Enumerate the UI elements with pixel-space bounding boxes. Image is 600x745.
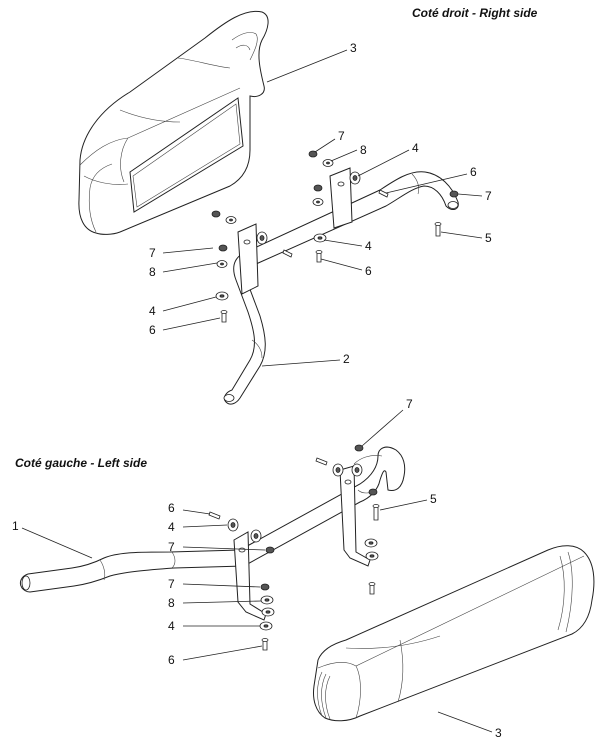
callout-l3: 3 <box>495 726 502 740</box>
leader-l7a <box>361 409 404 447</box>
right-armrest-pad <box>78 10 269 235</box>
leader-r2 <box>261 359 341 367</box>
leader-l8 <box>182 600 262 604</box>
callout-l7c: 7 <box>168 577 175 591</box>
callout-r3: 3 <box>350 41 357 55</box>
right-bracket-upper <box>329 167 353 229</box>
leader-l4a <box>182 524 228 528</box>
leader-l6a <box>182 509 211 515</box>
callout-l5: 5 <box>430 492 437 506</box>
right-hardware <box>211 150 459 323</box>
leader-r6a <box>385 173 468 194</box>
right-bracket-lower <box>237 223 259 295</box>
callout-l6b: 6 <box>168 653 175 667</box>
callout-r4c: 4 <box>149 304 156 318</box>
left-side-title: Coté gauche - Left side <box>15 456 147 470</box>
left-hardware <box>208 444 380 651</box>
callout-l4a: 4 <box>168 520 175 534</box>
callout-l7a: 7 <box>406 397 413 411</box>
leader-r7c <box>162 247 214 254</box>
leader-r7a <box>314 138 336 153</box>
callout-r4a: 4 <box>412 141 419 155</box>
leader-r6b <box>320 258 363 271</box>
leader-l7b <box>182 546 266 551</box>
callout-r7c: 7 <box>149 246 156 260</box>
leader-l3 <box>437 711 493 733</box>
callout-r8a: 8 <box>360 143 367 157</box>
leader-r6c <box>162 317 221 331</box>
callout-r6c: 6 <box>149 323 156 337</box>
callout-l6a: 6 <box>168 501 175 515</box>
leader-r4b <box>323 239 363 247</box>
left-armrest-pad <box>313 545 595 722</box>
callout-r4b: 4 <box>365 239 372 253</box>
leader-l7c <box>182 583 261 588</box>
callout-r6a: 6 <box>470 165 477 179</box>
callout-r8b: 8 <box>149 265 156 279</box>
callout-r7a: 7 <box>338 129 345 143</box>
leader-r5 <box>440 231 483 239</box>
leader-r8b <box>162 262 218 273</box>
leader-r4a <box>357 149 410 177</box>
callout-r5: 5 <box>485 231 492 245</box>
callout-r7b: 7 <box>485 189 492 203</box>
callout-r2: 2 <box>343 352 350 366</box>
leader-r8a <box>330 149 358 162</box>
leader-l6b <box>182 645 263 661</box>
leader-l1 <box>21 527 93 559</box>
callout-r6b: 6 <box>365 264 372 278</box>
left-support-tube <box>19 446 406 593</box>
leader-l5 <box>379 499 428 511</box>
callout-l7b: 7 <box>168 540 175 554</box>
right-side-title: Coté droit - Right side <box>412 6 538 20</box>
leader-r7b <box>457 193 483 197</box>
callout-l8: 8 <box>168 596 175 610</box>
callout-l4b: 4 <box>168 619 175 633</box>
callout-l1: 1 <box>12 519 19 533</box>
leader-r4c <box>162 296 217 312</box>
left-bracket-rear <box>339 465 371 567</box>
leader-r3 <box>266 49 348 83</box>
